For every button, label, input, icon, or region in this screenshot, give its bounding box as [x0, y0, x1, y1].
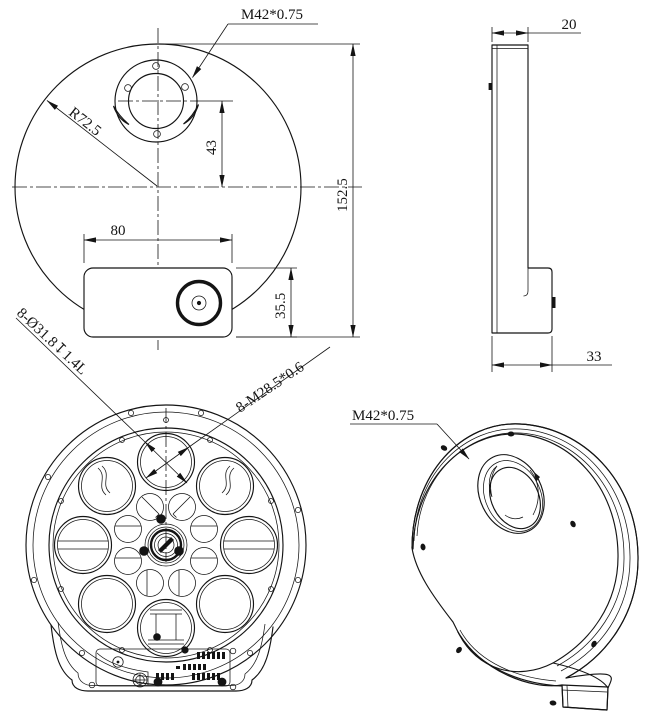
housing-inner-edge — [523, 268, 529, 297]
pcb-connectors — [156, 652, 225, 680]
thread-relief-right — [183, 104, 200, 125]
corner-screw — [229, 647, 237, 655]
side-port — [551, 297, 556, 308]
front-thread-callout: M42*0.75 — [192, 7, 318, 78]
rim-line-2 — [416, 432, 625, 667]
screw-holes — [31, 410, 301, 656]
hub-screw — [156, 514, 166, 524]
standoff — [112, 656, 124, 668]
m42-port — [112, 59, 200, 143]
opening-inner-crescent — [488, 465, 498, 498]
motor-center-dot — [196, 300, 202, 306]
wheel-disc-inner — [52, 431, 280, 659]
front-thread-label: M42*0.75 — [241, 7, 303, 23]
phillips-screw — [132, 672, 148, 688]
motor-housing-outline — [83, 267, 233, 338]
center-hub — [139, 514, 188, 567]
iso-m42-opening — [477, 454, 545, 534]
iso-foot — [561, 684, 609, 711]
dim-80-label: 80 — [111, 223, 126, 239]
motor-boss-circle — [175, 279, 223, 327]
side-profile-outline — [491, 44, 553, 334]
side-view: 20 33 — [488, 17, 612, 372]
shaft-slot — [158, 537, 174, 553]
detail-outer-ring — [25, 404, 307, 686]
visible-spring — [504, 514, 524, 520]
pcb-screw — [153, 677, 163, 687]
motor-bracket — [148, 609, 184, 645]
radius-callout: R72.5 — [46, 100, 158, 187]
dim-43-label: 43 — [204, 140, 220, 155]
filter-thread-label: 8-M28.5*0.6 — [233, 359, 307, 416]
iso-back-edge — [411, 423, 639, 679]
corner-screw — [229, 683, 237, 691]
dim-port-offset: 43 — [196, 100, 233, 188]
motor-shaft-circle — [191, 295, 207, 311]
iso-front-face-edge — [412, 433, 619, 673]
dim-overall-height: 152.5 — [162, 43, 360, 338]
dim-housing-width: 80 — [83, 223, 233, 263]
hub-screw — [139, 546, 149, 556]
wheel-disc-outer — [48, 427, 284, 663]
corner-screw — [88, 681, 96, 689]
iso-thread-label: M42*0.75 — [352, 408, 414, 424]
bracket-edge — [96, 652, 149, 685]
iso-bottom-right-edge — [552, 662, 609, 689]
bracket-screw — [153, 633, 161, 641]
dim-thickness: 20 — [491, 17, 581, 42]
iso-screws — [420, 431, 597, 706]
opening-shadow-wedge — [534, 472, 540, 482]
side-screw — [488, 83, 493, 90]
iso-bottom-edge — [457, 631, 563, 687]
hub-screw — [174, 546, 184, 556]
detail-housing — [50, 621, 274, 692]
dim-housing-height: 35.5 — [236, 267, 297, 338]
isometric-view: M42*0.75 — [350, 408, 639, 711]
radius-label: R72.5 — [66, 105, 104, 140]
wheel-detail-view: 8-Ø31.8↧1.4L 8-M28.5*0.6 — [13, 305, 331, 692]
dim-33-label: 33 — [587, 349, 602, 365]
filter-bore-label: 8-Ø31.8↧1.4L — [13, 305, 90, 378]
pcb-panel — [95, 648, 231, 687]
dim-152-label: 152.5 — [335, 178, 351, 212]
balance-pockets — [114, 493, 218, 597]
filter-holes — [53, 432, 279, 658]
iso-bottom-chamfer — [459, 629, 557, 682]
visible-filter-edge — [529, 469, 539, 516]
thread-relief-left — [112, 105, 130, 126]
dim-355-label: 35.5 — [273, 293, 289, 319]
dim-base-depth: 33 — [491, 336, 612, 372]
iso-silhouette — [411, 423, 639, 711]
rim-line-1 — [413, 428, 631, 672]
dim-20-label: 20 — [562, 17, 577, 33]
front-view: M42*0.75 R72.5 43 152.5 80 — [12, 7, 362, 350]
iso-thread-callout: M42*0.75 — [350, 408, 470, 460]
